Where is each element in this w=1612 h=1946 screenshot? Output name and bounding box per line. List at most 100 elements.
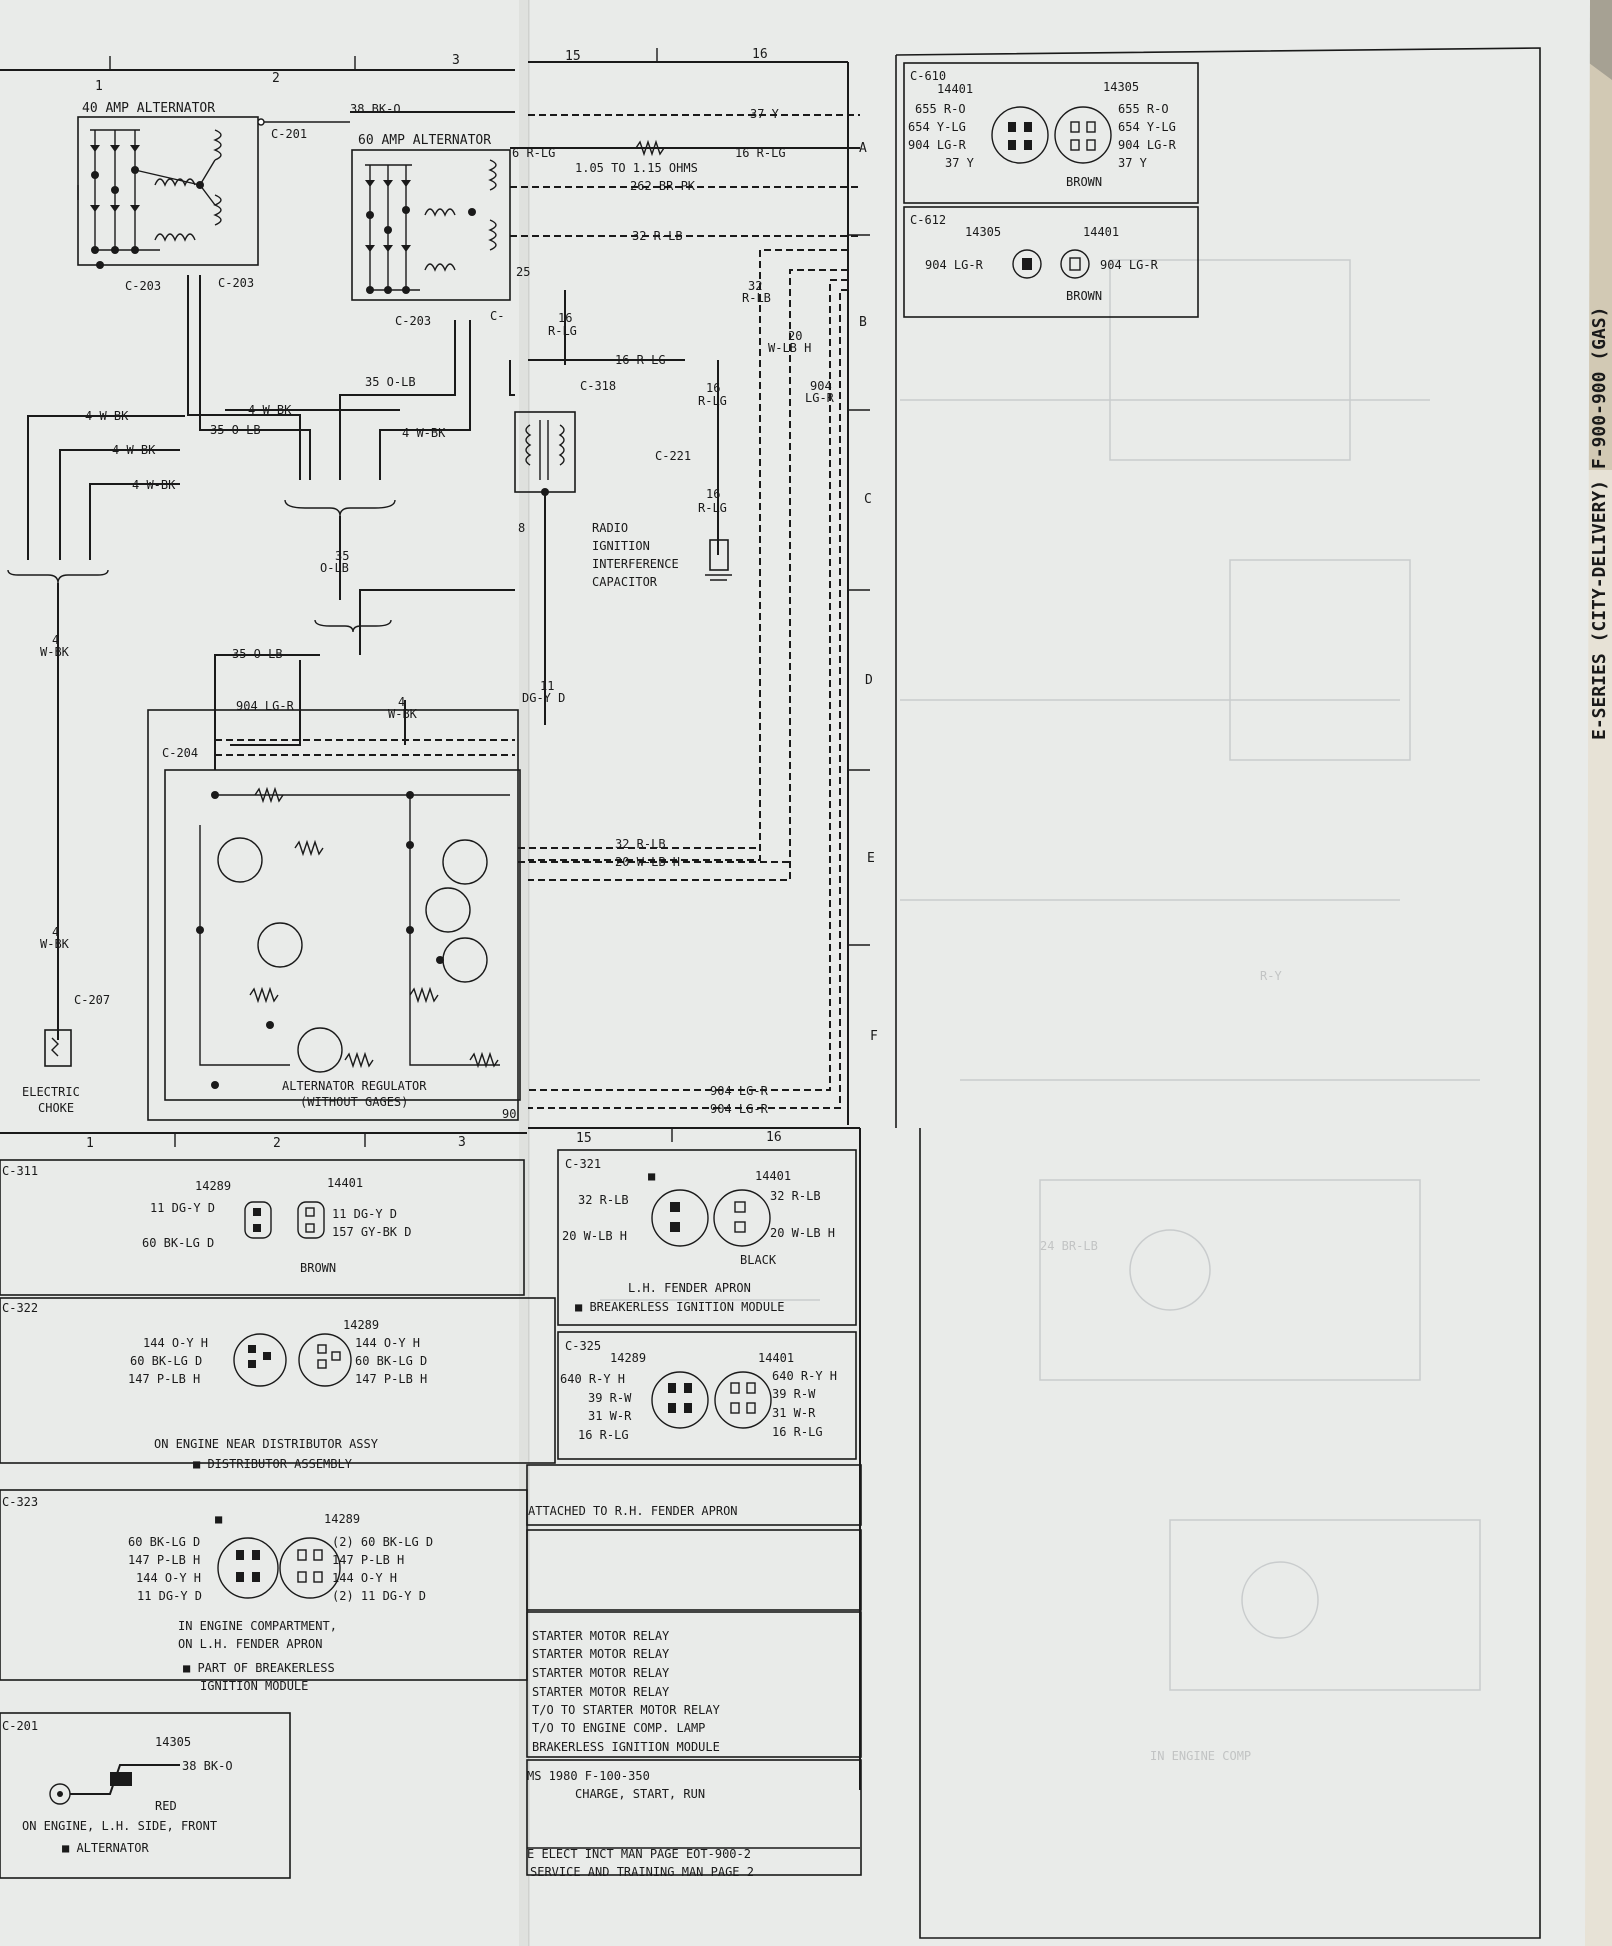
svg-text:C-311: C-311 bbox=[2, 1164, 38, 1178]
spine-label: E-SERIES (CITY-DELIVERY) F-900-900 (GAS) bbox=[1589, 307, 1610, 740]
svg-text:CAPACITOR: CAPACITOR bbox=[592, 575, 658, 589]
svg-text:C-322: C-322 bbox=[2, 1301, 38, 1315]
svg-text:BROWN: BROWN bbox=[1066, 175, 1102, 189]
svg-text:C-204: C-204 bbox=[162, 746, 198, 760]
svg-text:W-LB H: W-LB H bbox=[768, 341, 811, 355]
svg-text:25: 25 bbox=[516, 265, 530, 279]
svg-text:C-201: C-201 bbox=[271, 127, 307, 141]
svg-text:904: 904 bbox=[810, 379, 832, 393]
svg-text:90: 90 bbox=[502, 1107, 516, 1121]
svg-text:640 R-Y H: 640 R-Y H bbox=[772, 1369, 837, 1383]
svg-text:31 W-R: 31 W-R bbox=[588, 1409, 632, 1423]
svg-text:14401: 14401 bbox=[755, 1169, 791, 1183]
svg-text:C-203: C-203 bbox=[218, 276, 254, 290]
svg-text:ATTACHED TO R.H. FENDER APRON: ATTACHED TO R.H. FENDER APRON bbox=[528, 1504, 738, 1518]
svg-text:654 Y-LG: 654 Y-LG bbox=[1118, 120, 1176, 134]
svg-text:ON ENGINE, L.H. SIDE, FRONT: ON ENGINE, L.H. SIDE, FRONT bbox=[22, 1819, 217, 1833]
svg-text:INTERFERENCE: INTERFERENCE bbox=[592, 557, 679, 571]
svg-text:16: 16 bbox=[706, 381, 720, 395]
svg-text:16 R-LG: 16 R-LG bbox=[578, 1428, 629, 1442]
svg-text:20 W-LB H: 20 W-LB H bbox=[615, 855, 680, 869]
svg-text:35 O-LB: 35 O-LB bbox=[232, 647, 283, 661]
svg-text:8: 8 bbox=[518, 521, 525, 535]
connector-c311: C-311 14289 14401 11 DG-Y D 60 BK-LG D 1… bbox=[0, 1159, 525, 1296]
section-numbers-bottom: 1 2 3 15 16 bbox=[86, 1130, 782, 1151]
svg-text:904 LG-R: 904 LG-R bbox=[1118, 138, 1177, 152]
svg-text:ALTERNATOR REGULATOR: ALTERNATOR REGULATOR bbox=[282, 1079, 427, 1093]
connector-c325: C-325 14289 14401 640 R-Y H 39 R-W 31 W-… bbox=[557, 1331, 857, 1460]
svg-text:39 R-W: 39 R-W bbox=[588, 1391, 632, 1405]
svg-text:654 Y-LG: 654 Y-LG bbox=[908, 120, 966, 134]
svg-text:38 BK-O: 38 BK-O bbox=[350, 102, 401, 116]
svg-text:32 R-LB: 32 R-LB bbox=[770, 1189, 821, 1203]
svg-text:20 W-LB H: 20 W-LB H bbox=[562, 1229, 627, 1243]
svg-text:STARTER MOTOR RELAY: STARTER MOTOR RELAY bbox=[532, 1685, 670, 1699]
svg-text:C-221: C-221 bbox=[655, 449, 691, 463]
svg-text:11 DG-Y D: 11 DG-Y D bbox=[332, 1207, 397, 1221]
svg-text:655 R-O: 655 R-O bbox=[915, 102, 966, 116]
svg-text:904 LG-R: 904 LG-R bbox=[710, 1084, 769, 1098]
svg-text:O-LB: O-LB bbox=[320, 561, 349, 575]
svg-text:C-612: C-612 bbox=[910, 213, 946, 227]
notes-list: STARTER MOTOR RELAY STARTER MOTOR RELAY … bbox=[532, 1629, 721, 1754]
svg-text:C-207: C-207 bbox=[74, 993, 110, 1007]
svg-text:1.05 TO 1.15 OHMS: 1.05 TO 1.15 OHMS bbox=[575, 161, 698, 175]
svg-text:■ DISTRIBUTOR ASSEMBLY: ■ DISTRIBUTOR ASSEMBLY bbox=[193, 1457, 353, 1471]
svg-text:16: 16 bbox=[558, 311, 572, 325]
svg-text:CHARGE, START, RUN: CHARGE, START, RUN bbox=[575, 1787, 705, 1801]
svg-text:W-BK: W-BK bbox=[40, 937, 70, 951]
svg-text:262 BR-PK: 262 BR-PK bbox=[630, 179, 696, 193]
svg-text:RED: RED bbox=[155, 1799, 177, 1813]
svg-text:144 O-Y H: 144 O-Y H bbox=[136, 1571, 201, 1585]
svg-text:35 O-LB: 35 O-LB bbox=[365, 375, 416, 389]
svg-text:904 LG-R: 904 LG-R bbox=[1100, 258, 1159, 272]
svg-text:C-323: C-323 bbox=[2, 1495, 38, 1509]
svg-text:32 R-LB: 32 R-LB bbox=[578, 1193, 629, 1207]
svg-text:16 R-LG: 16 R-LG bbox=[735, 146, 786, 160]
svg-text:4 W-BK: 4 W-BK bbox=[248, 403, 292, 417]
svg-text:BROWN: BROWN bbox=[1066, 289, 1102, 303]
title-block: MS 1980 F-100-350 CHARGE, START, RUN E E… bbox=[526, 1759, 862, 1879]
svg-text:BROWN: BROWN bbox=[300, 1261, 336, 1275]
svg-text:60 BK-LG D: 60 BK-LG D bbox=[142, 1236, 214, 1250]
svg-text:ELECTRIC: ELECTRIC bbox=[22, 1085, 80, 1099]
section-15: 15 bbox=[565, 49, 581, 64]
section-2: 2 bbox=[272, 71, 280, 86]
svg-text:16 R-LG: 16 R-LG bbox=[615, 353, 666, 367]
svg-text:IN ENGINE COMP: IN ENGINE COMP bbox=[1150, 1749, 1251, 1763]
alternator-40amp: 40 AMP ALTERNATOR C-203 C-203 C-201 bbox=[77, 101, 350, 293]
left-harness: 4 W-BK 35 O-LB 35 O-LB 4 W-BK 4 W-BK 4 W… bbox=[7, 275, 515, 1115]
svg-text:W-BK: W-BK bbox=[40, 645, 70, 659]
connector-c610: C-610 14401 14305 655 R-O 654 Y-LG 904 L… bbox=[903, 62, 1199, 204]
svg-text:11: 11 bbox=[540, 679, 554, 693]
svg-text:655 R-O: 655 R-O bbox=[1118, 102, 1169, 116]
svg-text:STARTER MOTOR RELAY: STARTER MOTOR RELAY bbox=[532, 1647, 670, 1661]
section-15-bottom: 15 bbox=[576, 1131, 592, 1146]
svg-text:SERVICE AND TRAINING MAN PAGE: SERVICE AND TRAINING MAN PAGE 2 bbox=[530, 1865, 754, 1879]
svg-text:35 O-LB: 35 O-LB bbox=[210, 423, 261, 437]
svg-text:R-Y: R-Y bbox=[1260, 969, 1282, 983]
svg-text:904 LG-R: 904 LG-R bbox=[710, 1102, 769, 1116]
svg-text:904 LG-R: 904 LG-R bbox=[908, 138, 967, 152]
svg-text:IGNITION: IGNITION bbox=[592, 539, 650, 553]
svg-text:■ PART OF BREAKERLESS: ■ PART OF BREAKERLESS bbox=[183, 1661, 335, 1675]
svg-text:4 W-BK: 4 W-BK bbox=[132, 478, 176, 492]
svg-text:4 W-BK: 4 W-BK bbox=[402, 426, 446, 440]
svg-text:904 LG-R: 904 LG-R bbox=[236, 699, 295, 713]
notes-fender: ATTACHED TO R.H. FENDER APRON bbox=[526, 1464, 862, 1758]
svg-text:T/O TO ENGINE COMP. LAMP: T/O TO ENGINE COMP. LAMP bbox=[532, 1721, 705, 1735]
svg-text:147 P-LB H: 147 P-LB H bbox=[332, 1553, 404, 1567]
svg-text:11 DG-Y D: 11 DG-Y D bbox=[150, 1201, 215, 1215]
row-d: D bbox=[865, 673, 873, 688]
svg-text:144 O-Y H: 144 O-Y H bbox=[355, 1336, 420, 1350]
svg-text:T/O TO STARTER MOTOR RELAY: T/O TO STARTER MOTOR RELAY bbox=[532, 1703, 721, 1717]
alternator-regulator: 35 O-LB 904 LG-R 4 W-BK 11 DG-Y D C-204 bbox=[147, 545, 790, 1121]
radio-ignition-capacitor: 16 R-LG C-318 8 RADIO IGNITION INTERFERE… bbox=[514, 290, 679, 589]
svg-text:RADIO: RADIO bbox=[592, 521, 628, 535]
svg-text:(2) 11 DG-Y D: (2) 11 DG-Y D bbox=[332, 1589, 426, 1603]
svg-text:37 Y: 37 Y bbox=[945, 156, 975, 170]
svg-text:STARTER MOTOR RELAY: STARTER MOTOR RELAY bbox=[532, 1629, 670, 1643]
